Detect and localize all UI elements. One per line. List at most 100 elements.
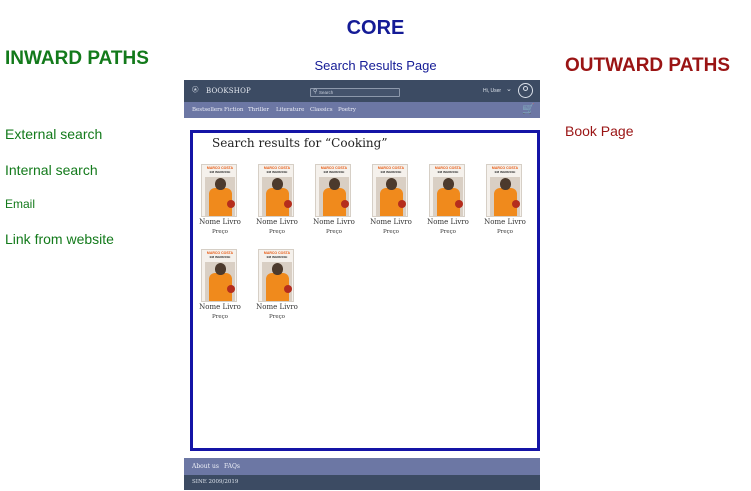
inward-item-external-search: External search bbox=[5, 126, 103, 142]
book-price: Preço bbox=[440, 229, 456, 235]
book-name[interactable]: Nome Livro bbox=[313, 218, 355, 226]
outward-paths-title: OUTWARD PATHS bbox=[565, 55, 731, 76]
site-bottom-bar: SINE 2009/2019 bbox=[184, 475, 540, 490]
core-title: CORE bbox=[346, 17, 405, 39]
book-price: Preço bbox=[269, 229, 285, 235]
cover-figure-body bbox=[209, 273, 232, 301]
cover-author: MARCO COSTA bbox=[263, 251, 291, 255]
cover-photo bbox=[262, 177, 292, 216]
cover-figure-body bbox=[323, 188, 346, 216]
cover-figure-head bbox=[272, 178, 283, 190]
nav-item-poetry[interactable]: Poetry bbox=[338, 107, 356, 113]
inward-paths-title: INWARD PATHS bbox=[5, 48, 149, 69]
cover-figure-head bbox=[500, 178, 511, 190]
book-name[interactable]: Nome Livro bbox=[256, 218, 298, 226]
site-footer: About us FAQs bbox=[184, 458, 540, 475]
cover-badge bbox=[398, 200, 406, 208]
cover-photo bbox=[376, 177, 406, 216]
nav-item-literature[interactable]: Literature bbox=[276, 107, 305, 113]
site-header: ⍟ BOOKSHOP ⚲ Search Hi, User ⌄ bbox=[184, 80, 540, 102]
site-logo[interactable]: ⍟ BOOKSHOP bbox=[192, 83, 251, 99]
cover-figure-body bbox=[266, 188, 289, 216]
cover-subtitle: EM INGRESSE bbox=[323, 170, 345, 174]
cover-badge bbox=[284, 200, 292, 208]
cover-subtitle: EM INGRESSE bbox=[380, 170, 402, 174]
book-name[interactable]: Nome Livro bbox=[199, 218, 241, 226]
cover-figure-body bbox=[266, 273, 289, 301]
cover-author: MARCO COSTA bbox=[377, 166, 405, 170]
cover-badge bbox=[227, 200, 235, 208]
footer-link-about-us[interactable]: About us bbox=[192, 463, 219, 470]
nav-item-classics[interactable]: Classics bbox=[310, 107, 333, 113]
search-placeholder: Search bbox=[319, 90, 334, 95]
book-price: Preço bbox=[269, 314, 285, 320]
cover-figure-head bbox=[443, 178, 454, 190]
nav-item-thriller[interactable]: Thriller bbox=[248, 107, 270, 113]
logo-text: BOOKSHOP bbox=[206, 87, 251, 95]
cover-figure-head bbox=[215, 178, 226, 190]
cover-badge bbox=[227, 285, 235, 293]
avatar-head bbox=[523, 86, 528, 91]
book-name[interactable]: Nome Livro bbox=[370, 218, 412, 226]
user-avatar-icon[interactable] bbox=[518, 83, 533, 98]
search-results-area: Search results for “Cooking” MARCO COSTA… bbox=[190, 130, 540, 451]
cover-figure-body bbox=[209, 188, 232, 216]
search-icon: ⚲ bbox=[313, 89, 318, 95]
cover-subtitle: EM INGRESSE bbox=[209, 170, 231, 174]
chevron-down-icon[interactable]: ⌄ bbox=[506, 86, 512, 93]
cover-subtitle: EM INGRESSE bbox=[494, 170, 516, 174]
footer-link-faqs[interactable]: FAQs bbox=[224, 463, 240, 470]
book-name[interactable]: Nome Livro bbox=[199, 303, 241, 311]
cover-badge bbox=[341, 200, 349, 208]
cover-figure-body bbox=[380, 188, 403, 216]
inward-item-internal-search: Internal search bbox=[5, 162, 98, 178]
bookshop-logo-icon: ⍟ bbox=[192, 84, 199, 96]
cover-subtitle: EM INGRESSE bbox=[209, 255, 231, 259]
book-name[interactable]: Nome Livro bbox=[256, 303, 298, 311]
book-price: Preço bbox=[212, 314, 228, 320]
cover-subtitle: EM INGRESSE bbox=[437, 170, 459, 174]
nav-item-bestsellers[interactable]: Bestsellers bbox=[192, 107, 223, 113]
cover-figure-head bbox=[215, 263, 226, 275]
cover-author: MARCO COSTA bbox=[206, 251, 234, 255]
search-input[interactable]: ⚲ Search bbox=[310, 88, 400, 97]
cover-figure-body bbox=[437, 188, 460, 216]
nav-item-fiction[interactable]: Fiction bbox=[224, 107, 244, 113]
search-results-mockup: ⍟ BOOKSHOP ⚲ Search Hi, User ⌄ Bestselle… bbox=[184, 80, 540, 490]
category-nav: Bestsellers Fiction Thriller Literature … bbox=[184, 102, 540, 118]
user-greeting[interactable]: Hi, User bbox=[483, 88, 502, 94]
book-name[interactable]: Nome Livro bbox=[484, 218, 526, 226]
book-price: Preço bbox=[383, 229, 399, 235]
cover-badge bbox=[455, 200, 463, 208]
cover-photo bbox=[433, 177, 463, 216]
cover-subtitle: EM INGRESSE bbox=[266, 170, 288, 174]
cover-photo bbox=[490, 177, 520, 216]
cover-badge bbox=[284, 285, 292, 293]
cover-photo bbox=[205, 262, 235, 301]
book-name[interactable]: Nome Livro bbox=[427, 218, 469, 226]
inward-item-link-from-website: Link from website bbox=[5, 231, 114, 247]
copyright-text: SINE 2009/2019 bbox=[192, 479, 239, 485]
outward-item-book-page: Book Page bbox=[565, 123, 634, 139]
book-price: Preço bbox=[326, 229, 342, 235]
results-heading: Search results for “Cooking” bbox=[212, 136, 388, 150]
cover-figure-body bbox=[494, 188, 517, 216]
cart-icon[interactable]: 🛒 bbox=[522, 104, 535, 115]
book-price: Preço bbox=[212, 229, 228, 235]
